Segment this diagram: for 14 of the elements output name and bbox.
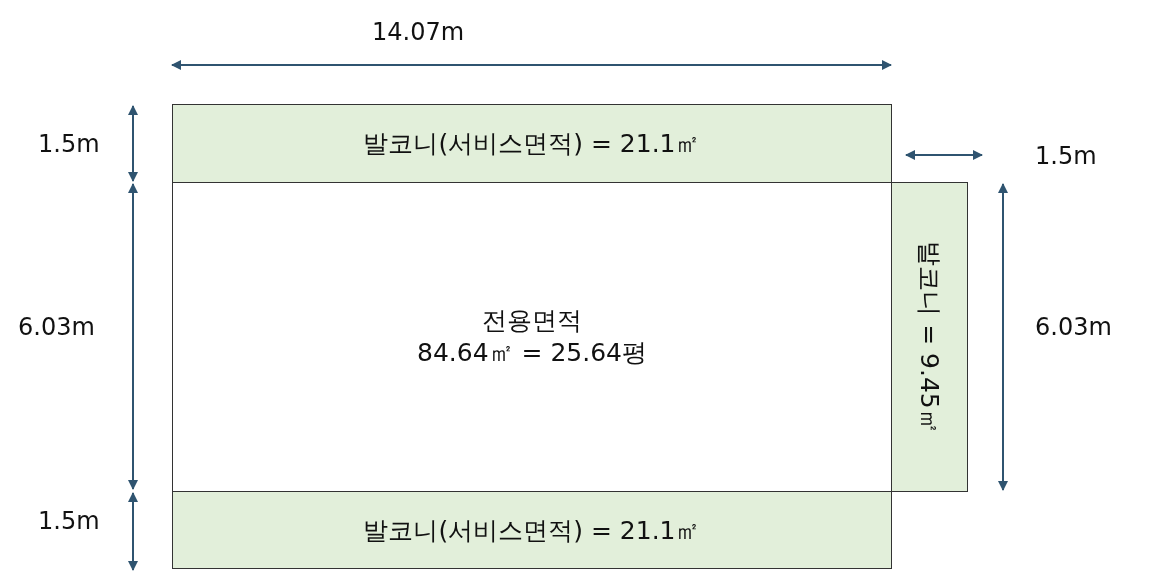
area-heading: 전용면적	[482, 305, 582, 337]
dimension-label: 1.5m	[38, 507, 100, 535]
balcony-label: 발코니(서비스면적) = 21.1㎡	[363, 128, 701, 160]
dimension-label: 14.07m	[372, 18, 465, 46]
balcony-label: 발코니(서비스면적) = 21.1㎡	[363, 514, 701, 547]
area-value: 84.64㎡ = 25.64평	[417, 337, 647, 369]
balcony-label: 발코니 = 9.45㎡	[914, 240, 945, 434]
dimension-label: 6.03m	[18, 313, 95, 341]
dimension-label: 6.03m	[1035, 313, 1112, 341]
dimension-label: 1.5m	[1035, 142, 1097, 170]
balcony-area	[172, 491, 892, 569]
balcony-area	[891, 182, 968, 492]
balcony-area	[172, 104, 892, 183]
dimension-label: 1.5m	[38, 130, 100, 158]
